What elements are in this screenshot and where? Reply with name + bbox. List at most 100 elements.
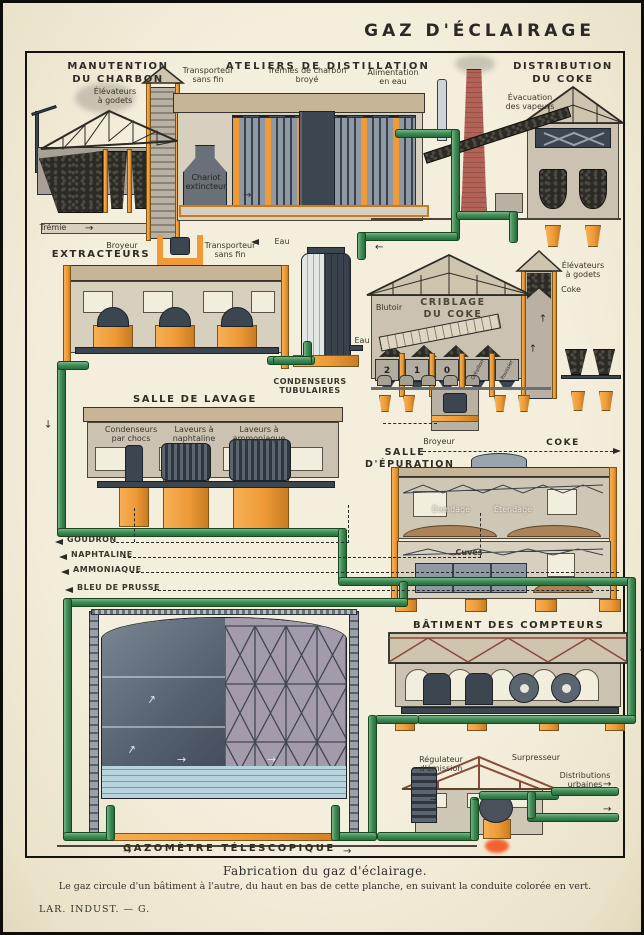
label-laveurs-ammoniaque: Laveurs à ammoniaque xyxy=(232,425,286,444)
pump-base xyxy=(93,325,133,349)
coal-hopper xyxy=(107,151,127,209)
shock-condenser xyxy=(125,445,143,485)
flow-arrow-right-icon: → xyxy=(123,846,132,857)
coke-tippler-window xyxy=(535,128,611,148)
mine-wagon xyxy=(443,375,458,386)
extracteurs-column xyxy=(63,265,71,369)
gas-meter-drum xyxy=(465,673,493,705)
label-tremie: Trémie xyxy=(39,223,67,232)
flow-arrow-right-icon: → xyxy=(430,795,437,804)
drain-dashed-riser xyxy=(348,505,349,543)
flow-arrow-right-icon: → xyxy=(343,846,352,857)
section-ateliers-title: ATELIERS DE DISTILLATION xyxy=(225,61,431,72)
ammoniaque-washer-drum xyxy=(229,439,291,481)
gas-meter-dial xyxy=(551,673,581,703)
gazometre-tank xyxy=(101,617,347,799)
gazometre-u-pipe xyxy=(106,805,115,841)
epuration-crane-truss xyxy=(403,484,603,494)
coke-bucket xyxy=(585,225,601,247)
coke-arrow-icon xyxy=(613,448,621,454)
gazometre-lattice-column xyxy=(349,611,359,837)
tubular-condenser xyxy=(301,253,351,357)
bleu-de-prusse-arrow-icon xyxy=(65,587,73,593)
flow-arrow-down-icon: → xyxy=(636,644,641,652)
gas-main-pipe xyxy=(509,211,518,243)
label-condenseurs-chocs: Condenseurs par chocs xyxy=(104,425,158,444)
coke-bucket xyxy=(599,391,613,411)
window xyxy=(251,291,275,313)
flow-arrow-right-icon: → xyxy=(243,190,252,201)
bleu-de-prusse-dashed-line xyxy=(153,590,619,591)
coke-collect-dashed-line xyxy=(383,423,437,424)
gas-meter-dial xyxy=(509,673,539,703)
telescope-ring xyxy=(102,676,225,678)
gas-main-pipe xyxy=(479,791,559,800)
plate-title: GAZ D'ÉCLAIRAGE xyxy=(364,21,595,41)
coke-hopper xyxy=(539,169,567,209)
caption-body: Le gaz circule d'un bâtiment à l'autre, … xyxy=(58,881,592,892)
ground-line xyxy=(57,845,477,847)
extractor-manifold xyxy=(75,347,279,354)
label-blutoir: Blutoir xyxy=(375,303,403,312)
manutention-roof-truss xyxy=(40,109,178,151)
section-extracteurs-title: EXTRACTEURS xyxy=(51,249,151,260)
flow-arrow-down-icon: → xyxy=(42,419,54,429)
hopper-column xyxy=(489,353,495,397)
pump-base xyxy=(217,325,257,349)
gazometre-u-pipe xyxy=(368,715,377,841)
naphtaline-arrow-icon xyxy=(59,554,67,560)
label-distributions-urbaines: Distributions urbaines xyxy=(559,771,611,790)
hanging-bucket xyxy=(403,395,415,412)
goudron-dashed-line xyxy=(111,542,349,543)
section-manutention-title: MANUTENTION DU CHARBON xyxy=(67,61,169,85)
label-transporteur-sans-fin-1: Transporteur sans fin xyxy=(182,66,234,85)
window xyxy=(547,553,575,577)
telescope-ring xyxy=(102,726,225,728)
label-bleu-de-prusse: BLEU DE PRUSSE xyxy=(77,583,160,592)
flow-arrow-right-icon: → xyxy=(603,779,612,790)
hanging-bucket xyxy=(518,395,530,412)
section-epuration-title: SALLE D'ÉPURATION xyxy=(365,447,455,470)
coke-dashed-arrow-line xyxy=(423,451,613,452)
criblage-roof-truss xyxy=(366,253,532,296)
label-cuves: Cuves xyxy=(455,548,483,557)
gazometre-u-pipe xyxy=(331,805,340,841)
charging-machine xyxy=(299,111,335,217)
scene: MANUTENTION DU CHARBON ATELIERS DE DISTI… xyxy=(27,53,641,857)
gas-outlet-pipe xyxy=(377,832,479,841)
section-lavage-title: SALLE DE LAVAGE xyxy=(133,394,257,405)
flow-arrow-right-icon: → xyxy=(472,795,479,804)
mine-wagon xyxy=(465,375,480,386)
coal-pile xyxy=(39,151,103,213)
bin-column xyxy=(103,149,108,213)
epuration-foot xyxy=(599,599,621,612)
label-eau-1: Eau xyxy=(274,237,290,246)
gas-main-pipe xyxy=(338,528,347,584)
coke-platform xyxy=(561,375,621,379)
gazometre-lattice-column xyxy=(89,611,99,837)
gas-flow-arrow-icon: → xyxy=(267,753,277,766)
hanging-bucket xyxy=(379,395,391,412)
smoke-cloud xyxy=(75,83,135,113)
pump-base xyxy=(155,325,195,349)
label-elevateurs-godets-1: Élévateurs à godets xyxy=(93,87,137,106)
goudron-arrow-icon xyxy=(55,539,63,545)
label-naphtaline: NAPHTALINE xyxy=(71,550,133,559)
criblage-tower-cap xyxy=(515,249,563,272)
label-goudron: GOUDRON xyxy=(67,535,117,544)
section-compteurs-title: BÂTIMENT DES COMPTEURS xyxy=(413,620,605,631)
section-criblage-title: CRIBLAGE DU COKE xyxy=(420,297,486,320)
gas-main-pipe xyxy=(57,361,89,370)
window xyxy=(203,291,233,313)
epuration-foot xyxy=(465,599,487,612)
label-coke: Coke xyxy=(561,285,581,294)
condenser-cap xyxy=(307,247,345,254)
label-evacuation-vapeurs: Évacuation des vapeurs xyxy=(505,93,555,112)
flow-arrow-up-icon: → xyxy=(538,313,550,323)
gas-main-pipe xyxy=(451,129,460,241)
ammoniaque-dashed-line xyxy=(131,572,619,573)
flow-arrow-right-icon: → xyxy=(603,804,612,815)
tank-water xyxy=(102,766,346,798)
flow-arrow-left-icon: ← xyxy=(375,242,384,253)
